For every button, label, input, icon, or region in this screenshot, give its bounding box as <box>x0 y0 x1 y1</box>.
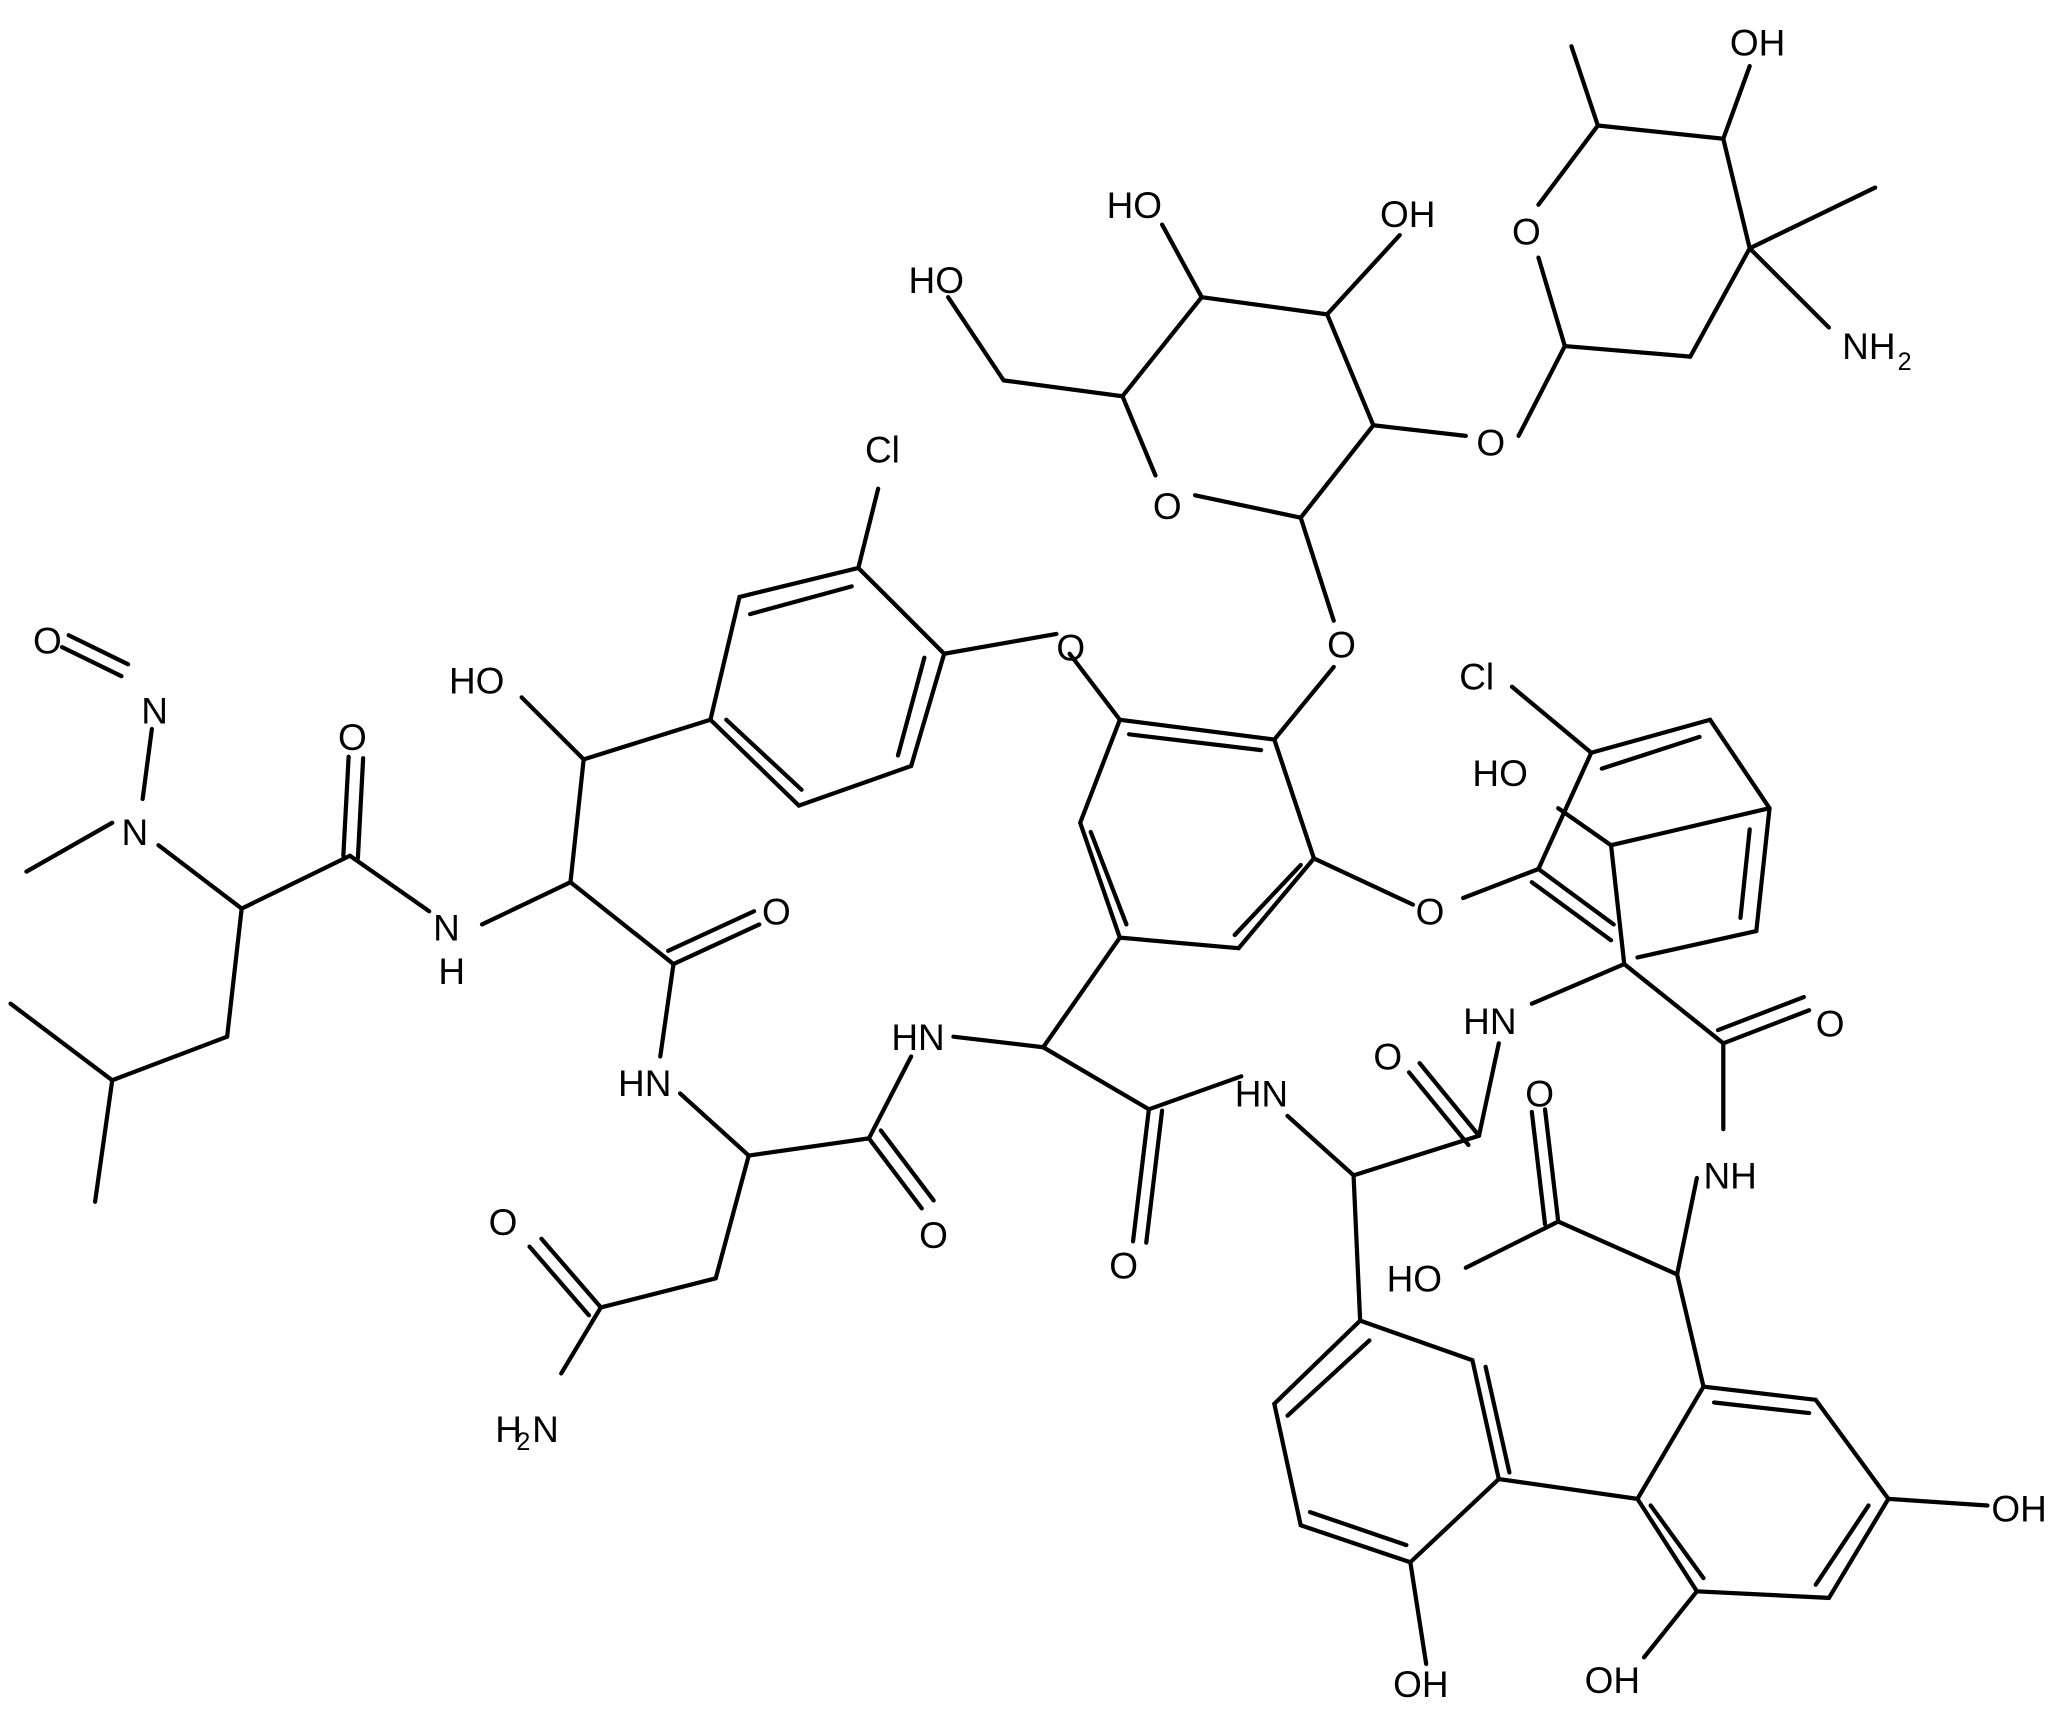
atom-hn-2: HN <box>618 1063 671 1104</box>
atom-oh-ar3: OH <box>1585 1660 1640 1701</box>
atom-o-ether-right: O <box>1416 891 1445 932</box>
atom-ho-acid: HO <box>1387 1259 1442 1300</box>
atom-o-amide2: O <box>762 891 791 932</box>
atom-oh-ar1: OH <box>1991 1488 2046 1529</box>
atom-hn-3: HN <box>891 1017 944 1058</box>
atom-n-methyl: N <box>121 812 148 853</box>
atom-o-amide5: O <box>1109 1245 1138 1286</box>
atom-hn-4: HN <box>1235 1074 1288 1115</box>
atom-o-glyco-link: O <box>1476 423 1505 464</box>
atom-ho-glc-4: HO <box>1107 185 1162 226</box>
atom-ho-glc-ch2: HO <box>909 260 964 301</box>
atom-h2n-asn-sub: 2 <box>516 1428 530 1456</box>
atom-h2n-asn-n: N <box>532 1409 559 1450</box>
atom-o-amide7: O <box>1816 1004 1845 1045</box>
atom-o-ether-glyco: O <box>1327 625 1356 666</box>
atom-nh2-van-sub: 2 <box>1898 348 1912 376</box>
atom-ho-2: HO <box>1472 753 1527 794</box>
atom-cl-2: Cl <box>1459 656 1494 697</box>
atom-o-acid: O <box>1525 1074 1554 1115</box>
atom-o-amide4: O <box>489 1202 518 1243</box>
atom-h-1: H <box>438 951 465 992</box>
atom-o-glc-ring: O <box>1153 486 1182 527</box>
atom-oh-ar2: OH <box>1393 1664 1448 1705</box>
atom-nh-6: NH <box>1703 1156 1756 1197</box>
atom-cl-1: Cl <box>865 429 900 470</box>
atom-ho-benzylic: HO <box>449 660 504 701</box>
atom-o-van-ring: O <box>1512 211 1541 252</box>
atom-o-nitroso: O <box>33 621 62 662</box>
atom-oh-van: OH <box>1730 23 1785 64</box>
atom-o-ether-left: O <box>1056 627 1085 668</box>
atom-oh-glc-3: OH <box>1380 194 1435 235</box>
bonds <box>8 44 1990 1667</box>
atom-o-amide6: O <box>1373 1037 1402 1078</box>
atom-hn-5: HN <box>1463 1001 1516 1042</box>
atom-o-amide3: O <box>919 1215 948 1256</box>
atom-o-amide1: O <box>338 717 367 758</box>
atom-nh-1: N <box>433 907 460 948</box>
atom-labels: O N N O N H HO O HN O O H 2 N Cl O O O H… <box>33 23 2047 1705</box>
atom-nh2-van: NH <box>1842 326 1895 367</box>
atom-h2n-asn-h: H <box>495 1409 522 1450</box>
atom-n-nitroso: N <box>141 691 168 732</box>
